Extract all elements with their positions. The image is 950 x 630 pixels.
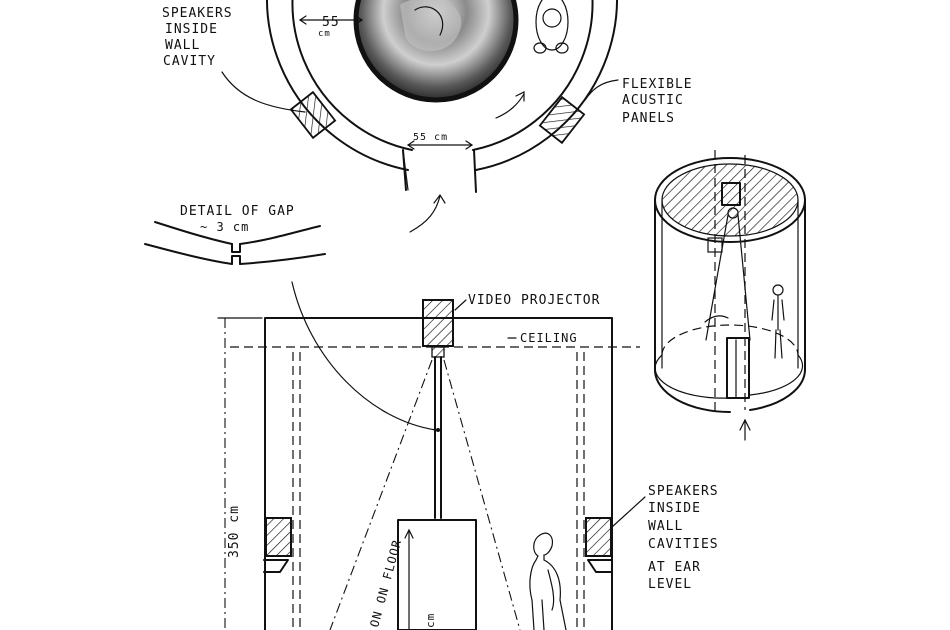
cylinder-person-icon	[771, 284, 785, 359]
svg-text:CAVITY: CAVITY	[163, 54, 216, 69]
plan-speaker-left	[289, 90, 337, 140]
wall-depth-value: 55	[322, 15, 340, 30]
section-speaker-right	[585, 517, 612, 557]
beam-right	[443, 359, 521, 630]
section-person-icon	[529, 532, 567, 630]
gap-detail-leader-line	[291, 281, 437, 431]
svg-text:LEVEL: LEVEL	[648, 577, 692, 592]
gap-width-value: 55 cm	[413, 132, 448, 143]
svg-text:INSIDE: INSIDE	[648, 501, 701, 516]
gap-detail-size: ~ 3 cm	[200, 220, 249, 234]
person-top-view-icon	[533, 0, 569, 54]
gap-detail: DETAIL OF GAP ~ 3 cm	[144, 204, 326, 265]
svg-text:ACUSTIC: ACUSTIC	[622, 93, 684, 108]
height-label: 350 cm	[227, 505, 242, 558]
plan-speakers-label: SPEAKERS INSIDE WALL CAVITY	[162, 6, 233, 69]
cylinder-ceiling-hatch	[661, 163, 799, 237]
svg-text:PANELS: PANELS	[622, 111, 675, 126]
section-central-column	[397, 519, 477, 630]
projector-leader-line	[454, 299, 467, 311]
gap-detail-wall-top-left	[154, 221, 233, 245]
entry-direction-arrow	[495, 93, 525, 119]
gap-detail-wall-bottom-left	[144, 243, 233, 265]
section-view: 350 cm VIDEO PROJECTOR CEILING cm ON ON …	[217, 281, 719, 630]
beam-left	[329, 359, 433, 630]
plan-speaker-right	[538, 95, 586, 145]
column-dimension-label: cm	[424, 613, 437, 628]
projector-label: VIDEO PROJECTOR	[468, 293, 600, 308]
gap-entry-arrow	[409, 195, 441, 233]
wall-depth-unit: cm	[318, 29, 331, 39]
cylinder-perspective	[654, 150, 806, 441]
svg-text:CAVITIES: CAVITIES	[648, 537, 719, 552]
speakers-leader-line-right	[611, 496, 646, 528]
section-speakers-label: SPEAKERS INSIDE WALL CAVITIES	[648, 484, 719, 552]
plan-view: 55 cm 55 cm SPEAKERS INSIDE WALL CAVITY …	[162, 0, 693, 233]
outer-wall-arc	[266, 0, 618, 171]
inner-wall-arc	[291, 0, 594, 151]
cylinder-flow-arrow	[704, 315, 729, 323]
gap-end-right	[473, 149, 477, 193]
svg-text:AT EAR: AT EAR	[648, 560, 701, 575]
cylinder-column	[726, 337, 750, 399]
svg-text:WALL: WALL	[648, 519, 683, 534]
cylinder-projector	[721, 182, 741, 206]
panels-leader-line	[584, 79, 619, 101]
speakers-leader-line	[221, 71, 306, 113]
svg-text:FLEXIBLE: FLEXIBLE	[622, 77, 693, 92]
plan-panels-label: FLEXIBLE ACUSTIC PANELS	[622, 77, 693, 126]
svg-text:WALL: WALL	[165, 38, 200, 53]
section-speaker-left	[265, 517, 292, 557]
svg-text:SPEAKERS: SPEAKERS	[162, 6, 233, 21]
ear-level-label: AT EAR LEVEL	[648, 560, 701, 592]
cylinder-beam-box	[707, 237, 723, 253]
ceiling-label: CEILING	[520, 331, 578, 345]
gap-detail-wall-bottom-right	[239, 253, 326, 265]
section-projector	[422, 299, 454, 347]
svg-text:SPEAKERS: SPEAKERS	[648, 484, 719, 499]
gap-detail-wall-top-right	[239, 225, 321, 245]
svg-text:INSIDE: INSIDE	[165, 22, 218, 37]
gap-detail-title: DETAIL OF GAP	[180, 204, 295, 219]
